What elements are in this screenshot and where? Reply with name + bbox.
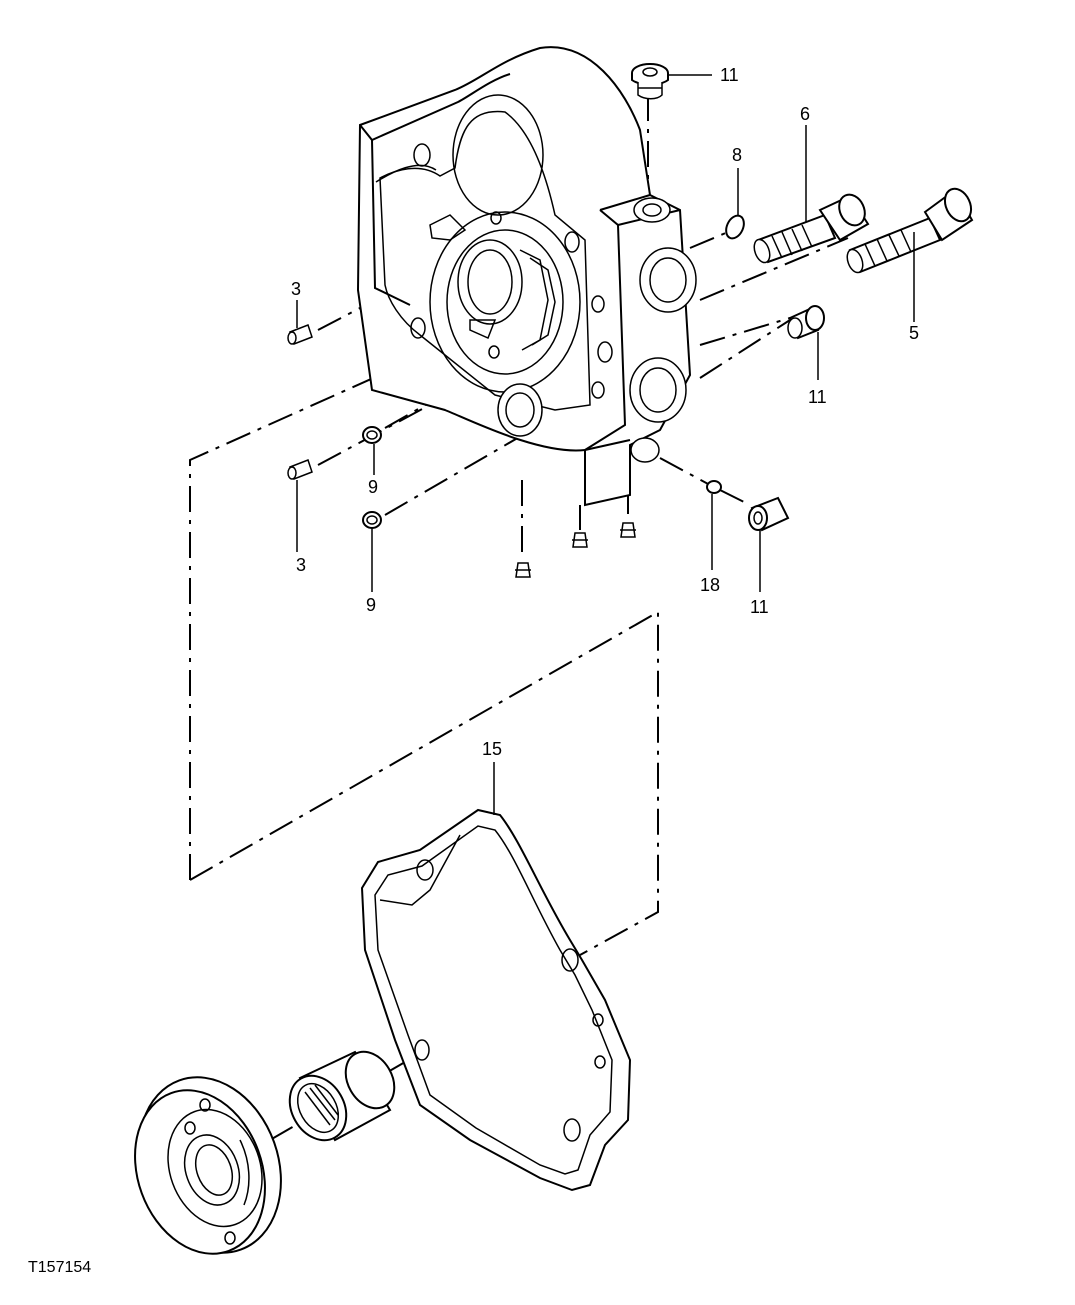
small-screws	[515, 522, 636, 578]
needle-bearing	[288, 1050, 396, 1142]
plug-11-top	[631, 63, 669, 100]
o-ring-8	[725, 214, 745, 240]
callout-labels: 11 8 6 3 5 11 9 3 9 18 11 15	[291, 65, 919, 759]
figure-id: T157154	[28, 1259, 91, 1276]
callout-3-upper: 3	[291, 279, 301, 299]
seal-ring-9-lower	[362, 511, 382, 529]
callout-9-upper: 9	[368, 477, 378, 497]
dowel-pin-3-lower	[287, 459, 313, 480]
callout-3-lower: 3	[296, 555, 306, 575]
pump-housing	[356, 46, 697, 507]
callout-11-bottom: 11	[750, 597, 769, 617]
cap-screw-6	[753, 193, 870, 264]
callout-6: 6	[800, 104, 810, 124]
wear-plate	[134, 1076, 282, 1255]
seal-ring-9-upper	[362, 426, 382, 444]
cap-screw-5	[846, 187, 974, 274]
orifice-18	[706, 480, 722, 494]
callout-5: 5	[909, 323, 919, 343]
plug-11-bottom	[748, 496, 790, 532]
callout-9-lower: 9	[366, 595, 376, 615]
callout-18: 18	[700, 575, 720, 595]
gasket-15	[360, 808, 632, 1192]
callout-11-top: 11	[720, 65, 739, 85]
leader-lines	[296, 74, 915, 815]
plug-11-right	[787, 305, 825, 340]
callout-11-right: 11	[808, 387, 827, 407]
callout-8: 8	[732, 145, 742, 165]
dowel-pin-3-upper	[287, 324, 313, 345]
callout-15: 15	[482, 739, 502, 759]
